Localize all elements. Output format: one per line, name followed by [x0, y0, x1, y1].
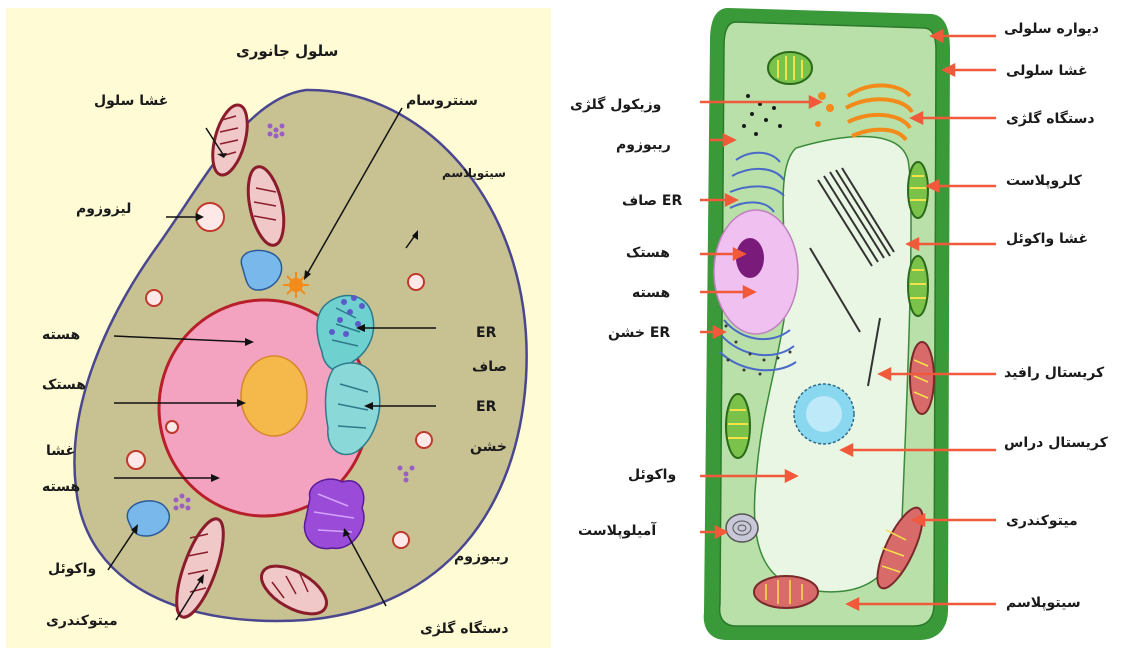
label-smooth-er-line2: صاف — [472, 358, 507, 376]
label-golgi-vesicle: وزیکول گلژی — [570, 96, 661, 114]
label-plant-nucleolus: هستک — [626, 244, 670, 262]
label-plant-nucleus: هسته — [632, 284, 670, 302]
label-nucleus: هسته — [42, 326, 80, 344]
label-smooth-er-line1: ER — [476, 324, 496, 342]
label-plant-cell-membrane: غشا سلولی — [1006, 62, 1088, 80]
animal-cell-title: سلول جانوری — [236, 42, 338, 60]
label-cytoplasm: سیتوپلاسم — [442, 164, 506, 182]
label-rough-er-line1: ER — [476, 398, 496, 416]
label-plant-ribosome: ریبوزوم — [616, 136, 671, 154]
plant-amyloplast — [726, 514, 758, 542]
label-centrosome: سنتروسام — [406, 92, 478, 110]
label-plant-vacuole: واکوئل — [628, 466, 676, 484]
label-vacuole: واکوئل — [48, 560, 96, 578]
label-mitochondria: میتوکندری — [46, 612, 118, 630]
label-tonoplast: غشا واکوئل — [1006, 230, 1088, 248]
label-plant-rough-er: ER خشن — [608, 324, 670, 342]
label-druse-crystal: کریستال دراس — [1004, 434, 1108, 452]
plant-cell-panel: دیواره سلولی غشا سلولی وزیکول گلژی دستگا… — [560, 0, 1128, 648]
plant-nucleolus — [736, 238, 764, 278]
label-ribosome: ریبوزوم — [454, 548, 509, 566]
label-cell-membrane: غشا سلول — [94, 92, 168, 110]
label-nuclear-envelope-line1: غشا — [46, 442, 75, 460]
label-plant-cytoplasm: سیتوپلاسم — [1006, 594, 1081, 612]
animal-golgi — [304, 479, 363, 548]
plant-druse — [794, 384, 854, 444]
label-rough-er-line2: خشن — [470, 438, 507, 456]
label-plant-mitochondria: میتوکندری — [1006, 512, 1078, 530]
label-plant-golgi: دستگاه گلژی — [1006, 110, 1095, 128]
label-raphide-crystal: کریستال رافید — [1004, 364, 1104, 382]
label-chloroplast: کلروپلاست — [1006, 172, 1082, 190]
label-golgi: دستگاه گلژی — [420, 620, 509, 638]
label-lysosome: لیزوزوم — [76, 200, 131, 218]
label-plant-smooth-er: ER صاف — [622, 192, 682, 210]
label-nucleolus: هستک — [42, 376, 86, 394]
label-nuclear-envelope-line2: هسته — [42, 478, 80, 496]
label-amyloplast: آمیلوپلاست — [578, 522, 656, 540]
animal-nucleolus — [241, 356, 307, 436]
label-cell-wall: دیواره سلولی — [1004, 20, 1099, 38]
animal-cell-panel: سلول جانوری غشا سلول لیزوزوم سنتروسام سی… — [6, 8, 551, 648]
